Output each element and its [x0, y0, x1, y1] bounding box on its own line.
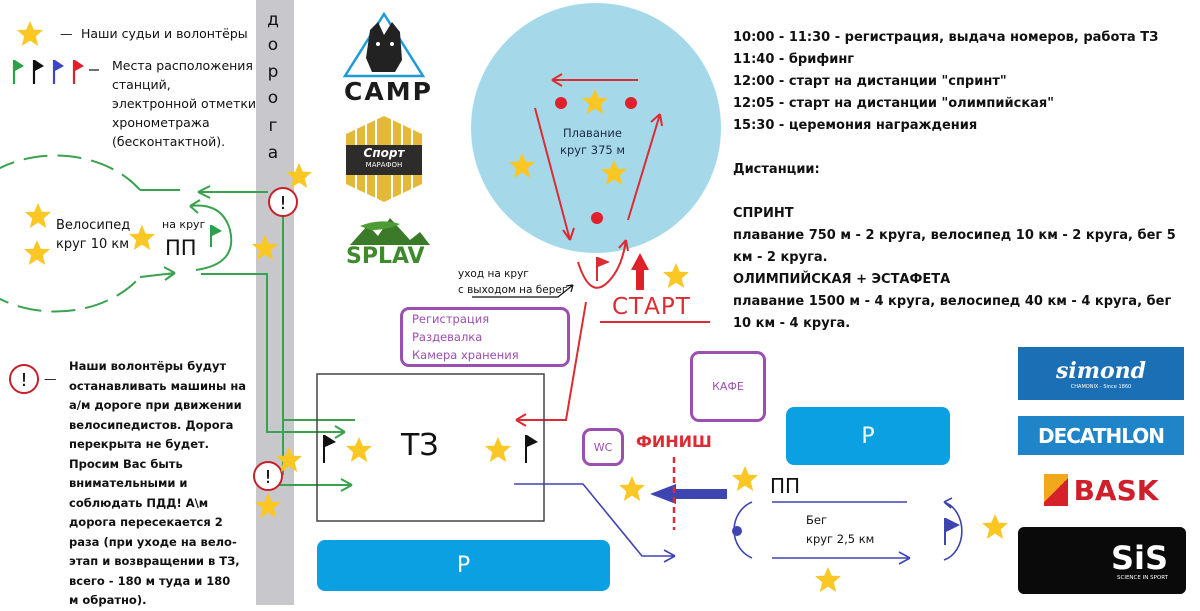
- transition-zone-label: ТЗ: [401, 428, 439, 463]
- services-list: Регистрация Раздевалка Камера хранения: [412, 312, 519, 362]
- sportmarafon-logo-top: Спорт: [363, 146, 405, 160]
- sportmarafon-logo-bottom: МАРАФОН: [365, 161, 403, 169]
- legend-flags-label: Места расположения станций, электронной …: [112, 58, 257, 149]
- bike-flag-icon: [210, 225, 222, 247]
- olympic-line: 10 км - 4 круга.: [733, 316, 851, 331]
- sportmarafon-logo-icon: [346, 116, 422, 202]
- sis-logo: SiS SCIENCE IN SPORT: [1018, 527, 1186, 594]
- warning-note: Наши волонтёры будут останавливать машин…: [69, 359, 247, 607]
- bask-logo: BASK: [1018, 470, 1184, 510]
- legend-star-label: Наши судьи и волонтёры: [81, 26, 248, 41]
- road-letter: а: [267, 143, 279, 163]
- swim-title: Плавание: [563, 126, 622, 140]
- swim-exit-note: уход на круг с выходом на берег: [458, 268, 568, 296]
- olympic-title: ОЛИМПИЙСКАЯ + ЭСТАФЕТА: [733, 272, 951, 287]
- bike-title: Велосипед: [56, 218, 131, 233]
- bike-lap-label: на круг: [162, 218, 206, 231]
- run-flag-icon: [944, 518, 960, 545]
- star-icon: [982, 514, 1008, 539]
- road-letter: г: [268, 116, 278, 136]
- legend-flags-icon: [12, 60, 99, 84]
- bike-route-tz: [270, 212, 355, 492]
- warning-sign-icon: !: [253, 461, 283, 491]
- tz-flag-left-icon: [323, 435, 336, 463]
- star-icon: [663, 263, 689, 288]
- legend-warning-dash: —: [44, 371, 57, 386]
- star-icon: [485, 437, 511, 462]
- finish-arrow-icon: [650, 484, 727, 504]
- bike-subtitle: круг 10 км: [56, 237, 130, 252]
- buoy: [625, 97, 637, 109]
- transition-zone-box: [316, 373, 545, 522]
- schedule-item: 12:00 - старт на дистанции "спринт": [733, 74, 1007, 89]
- road-letter: о: [267, 35, 279, 55]
- camp-logo-icon: [342, 11, 426, 78]
- legend-dash: —: [60, 26, 73, 41]
- star-icon: [25, 203, 51, 228]
- splav-logo: SPLAV: [346, 244, 425, 269]
- road-letter: р: [267, 62, 279, 82]
- schedule-item: 15:30 - церемония награждения: [733, 118, 978, 133]
- sprint-line: км - 2 круга.: [733, 250, 828, 265]
- bike-checkpoint: ПП: [165, 236, 197, 260]
- buoy: [555, 97, 567, 109]
- warning-sign-icon: !: [268, 187, 298, 217]
- decathlon-logo: DECATHLON: [1018, 416, 1184, 455]
- road-letter: о: [267, 88, 279, 108]
- run-route: [514, 483, 963, 565]
- star-icon: [619, 476, 645, 501]
- simond-logo: simond CHAMONIX - Since 1860: [1018, 347, 1184, 400]
- olympic-line: плавание 1500 м - 4 круга, велосипед 40 …: [733, 294, 1172, 309]
- star-icon: [129, 225, 155, 250]
- star-icon: [815, 567, 841, 592]
- schedule-item: 12:05 - старт на дистанции "олимпийская": [733, 96, 1055, 111]
- exit-note-pointer: [472, 284, 574, 298]
- star-icon: [24, 240, 50, 265]
- schedule-item: 10:00 - 11:30 - регистрация, выдача номе…: [733, 30, 1159, 45]
- swim-subtitle: круг 375 м: [560, 143, 626, 157]
- star-icon: [732, 466, 758, 491]
- schedule-item: 11:40 - брифинг: [733, 52, 855, 67]
- road-letter: д: [267, 10, 279, 30]
- distances-heading: Дистанции:: [733, 162, 820, 177]
- sprint-line: плавание 750 м - 2 круга, велосипед 10 к…: [733, 228, 1176, 243]
- tz-flag-right-icon: [525, 435, 538, 463]
- cafe-box: КАФЕ: [690, 351, 766, 422]
- star-icon: [17, 21, 43, 46]
- sprint-title: СПРИНТ: [733, 206, 794, 221]
- parking-right: P: [786, 407, 950, 465]
- parking-bottom: P: [317, 540, 610, 591]
- run-subtitle: круг 2,5 км: [806, 532, 875, 546]
- start-label: СТАРТ: [612, 294, 691, 320]
- warning-sign-icon: !: [9, 364, 39, 394]
- run-turn-point: [732, 526, 742, 536]
- splav-logo-icon: [350, 218, 430, 245]
- services-box: Регистрация Раздевалка Камера хранения: [400, 307, 570, 367]
- run-title: Бег: [806, 513, 828, 527]
- svg-text:!: !: [20, 370, 27, 391]
- svg-text:!: !: [264, 467, 271, 488]
- bask-mark-icon: [1043, 474, 1068, 506]
- star-icon: [346, 437, 372, 462]
- camp-logo: CAMP: [344, 77, 433, 106]
- wc-box: WC: [582, 428, 624, 466]
- start-arrow-icon: [631, 253, 649, 290]
- schedule: 10:00 - 11:30 - регистрация, выдача номе…: [733, 27, 1176, 335]
- swim-flag-icon: [596, 257, 610, 281]
- run-checkpoint: ПП: [770, 474, 801, 498]
- svg-text:!: !: [279, 193, 286, 214]
- finish-label: ФИНИШ: [636, 432, 712, 451]
- buoy: [591, 212, 603, 224]
- lake: [471, 3, 721, 253]
